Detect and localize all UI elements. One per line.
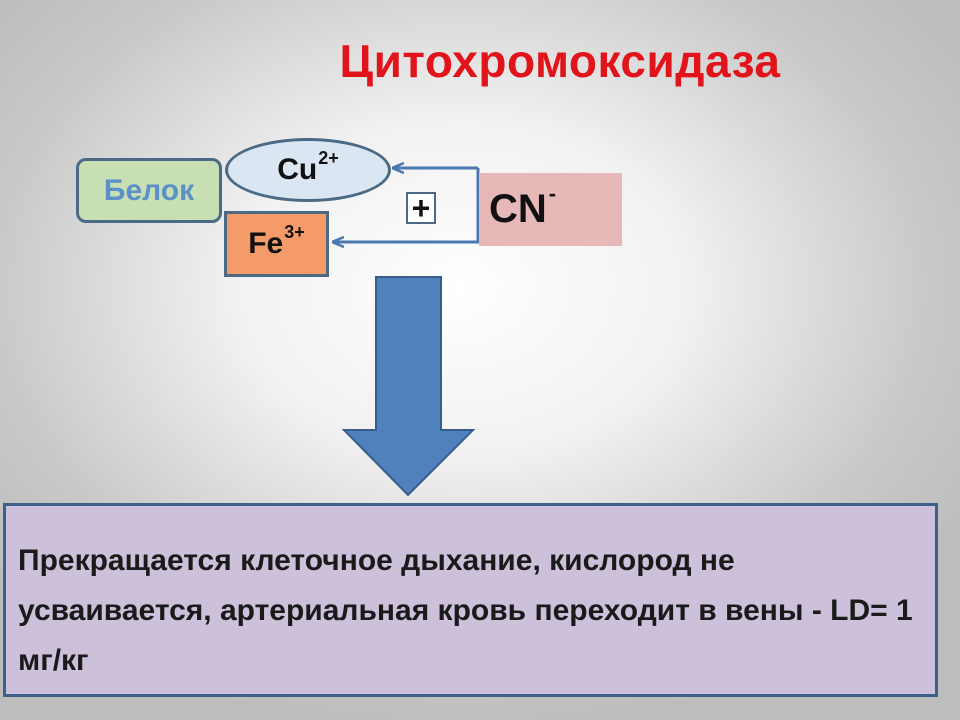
arrow-to-fe [333, 168, 480, 242]
slide-title: Цитохромоксидаза [339, 35, 781, 87]
cyanide-box: CN- [479, 173, 622, 246]
protein-box: Белок [76, 158, 222, 223]
copper-charge: 2+ [318, 147, 339, 168]
iron-charge: 3+ [284, 221, 305, 242]
plus-sign-box: + [406, 192, 436, 224]
cyanide-symbol: CN [489, 187, 547, 231]
copper-symbol: Cu [277, 153, 318, 186]
result-text-box: Прекращается клеточное дыхание, кислород… [3, 503, 938, 697]
big-down-arrow [341, 276, 476, 497]
cyanide-charge: - [548, 180, 557, 206]
iron-symbol: Fe [248, 227, 284, 260]
